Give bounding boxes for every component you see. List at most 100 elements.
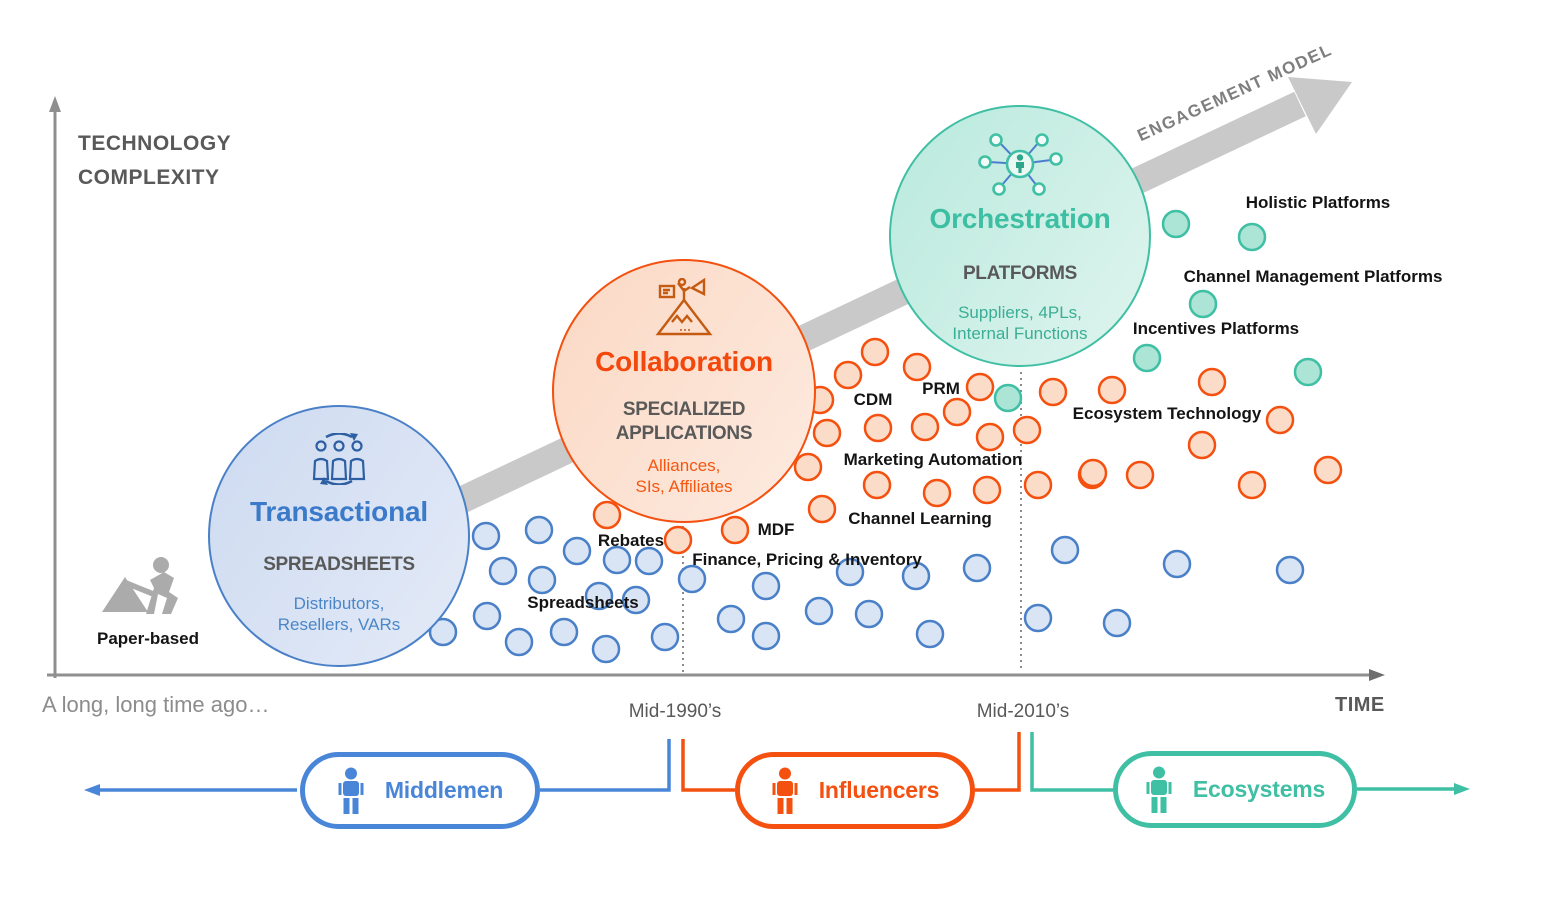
orange-technology-dot (1038, 377, 1068, 407)
person-icon (772, 767, 798, 814)
scatter-dots-layer (428, 209, 1343, 664)
phase-circle-orchestration: Orchestration PLATFORMS Suppliers, 4PLs,… (889, 105, 1151, 367)
blue-technology-dot (1275, 555, 1305, 585)
milestone-mid-1990s: Mid-1990’s (628, 701, 722, 722)
influencers-to-mid2010s-connector (975, 732, 1021, 792)
orange-technology-dot (902, 352, 932, 382)
teal-technology-dot (1293, 357, 1323, 387)
phase-title: Transactional (250, 496, 428, 527)
orange-technology-dot (1197, 367, 1227, 397)
blue-technology-dot (835, 557, 865, 587)
phase-subtitle-line2: APPLICATIONS (615, 423, 753, 444)
orange-technology-dot (720, 515, 750, 545)
blue-technology-dot (591, 634, 621, 664)
phase-detail: Distributors, Resellers, VARs (278, 593, 401, 635)
y-axis-label: TECHNOLOGY COMPLEXITY (78, 127, 231, 195)
blue-technology-dot (751, 621, 781, 651)
orange-technology-dot (592, 500, 622, 530)
network-hub-icon (978, 133, 1063, 196)
orange-technology-dot (833, 360, 863, 390)
ecosystems-right-arrow (1357, 783, 1470, 795)
label-channel-learning: Channel Learning (848, 509, 992, 528)
blue-technology-dot (621, 585, 651, 615)
label-marketing-automation: Marketing Automation (843, 450, 1023, 469)
blue-technology-dot (650, 622, 680, 652)
x-axis (47, 669, 1385, 681)
blue-technology-dot (504, 627, 534, 657)
phase-title: Orchestration (929, 203, 1111, 234)
blue-technology-dot (602, 545, 632, 575)
era-pill-middlemen: Middlemen (300, 752, 540, 829)
orange-technology-dot (1187, 430, 1217, 460)
y-axis-label-line2: COMPLEXITY (78, 166, 220, 189)
orange-technology-dot (860, 337, 890, 367)
orange-technology-dot (942, 397, 972, 427)
middlemen-left-arrow (84, 784, 297, 796)
orange-technology-dot (1078, 458, 1108, 488)
era-pill-ecosystems: Ecosystems (1113, 751, 1357, 828)
phase-detail-line2: Resellers, VARs (277, 615, 401, 634)
mid1990s-to-influencers-connector (681, 739, 735, 792)
orange-technology-dot (1023, 470, 1053, 500)
orange-technology-dot (1237, 470, 1267, 500)
teal-technology-dot (1188, 289, 1218, 319)
phase-circle-collaboration: Collaboration SPECIALIZED APPLICATIONS A… (552, 259, 816, 523)
y-axis-label-line1: TECHNOLOGY (78, 132, 232, 155)
label-holistic-platforms: Holistic Platforms (1245, 193, 1391, 212)
orange-technology-dot (862, 470, 892, 500)
label-mdf: MDF (757, 520, 795, 539)
label-channel-management-platforms: Channel Management Platforms (1183, 267, 1443, 286)
orange-technology-dot (793, 452, 823, 482)
orange-technology-dot (922, 478, 952, 508)
blue-technology-dot (1023, 603, 1053, 633)
orange-technology-dot (965, 372, 995, 402)
timeline-connectors (84, 732, 1470, 796)
blue-technology-dot (962, 553, 992, 583)
orange-technology-dot (975, 422, 1005, 452)
blue-technology-dot (1162, 549, 1192, 579)
origin-caption: A long, long time ago… (42, 692, 270, 717)
teal-technology-dot (1161, 209, 1191, 239)
megaphone-summit-icon (655, 278, 713, 336)
teal-technology-dot (1132, 343, 1162, 373)
blue-technology-dot (854, 599, 884, 629)
person-icon (338, 767, 364, 814)
label-incentives-platforms: Incentives Platforms (1132, 319, 1300, 338)
people-cycle-icon (312, 433, 366, 485)
blue-technology-dot (716, 604, 746, 634)
orange-technology-dot (812, 418, 842, 448)
paper-based-label: Paper-based (96, 629, 200, 648)
era-label: Influencers (818, 777, 940, 803)
blue-technology-dot (549, 617, 579, 647)
orange-technology-dot (1313, 455, 1343, 485)
label-ecosystem-technology: Ecosystem Technology (1072, 404, 1262, 423)
blue-technology-dot (1102, 608, 1132, 638)
phase-detail-line1: Distributors, (293, 594, 385, 613)
blue-technology-dot (677, 564, 707, 594)
blue-technology-dot (751, 571, 781, 601)
phase-subtitle-line1: SPREADSHEETS (263, 554, 415, 575)
orange-technology-dot (972, 475, 1002, 505)
label-finance-pricing-inventory: Finance, Pricing & Inventory (692, 550, 922, 569)
blue-technology-dot (562, 536, 592, 566)
phase-subtitle: SPREADSHEETS (263, 553, 415, 577)
phase-subtitle-line1: SPECIALIZED (622, 399, 746, 420)
orange-technology-dot (1125, 460, 1155, 490)
phase-detail-line1: Suppliers, 4PLs, (958, 303, 1082, 322)
teal-technology-dot (1237, 222, 1267, 252)
label-prm: PRM (922, 379, 960, 398)
label-spreadsheets: Spreadsheets (527, 593, 639, 612)
orange-technology-dot (1265, 405, 1295, 435)
label-rebates: Rebates (597, 531, 665, 550)
orange-technology-dot (863, 413, 893, 443)
phase-detail-line2: SIs, Affiliates (635, 477, 733, 496)
orange-technology-dot (1097, 375, 1127, 405)
blue-technology-dot (428, 617, 458, 647)
blue-technology-dot (488, 556, 518, 586)
phase-subtitle: PLATFORMS (963, 262, 1077, 286)
blue-technology-dot (524, 515, 554, 545)
blue-technology-dot (634, 546, 664, 576)
phase-circle-transactional: Transactional SPREADSHEETS Distributors,… (208, 405, 470, 667)
worker-digging-icon (98, 556, 190, 623)
